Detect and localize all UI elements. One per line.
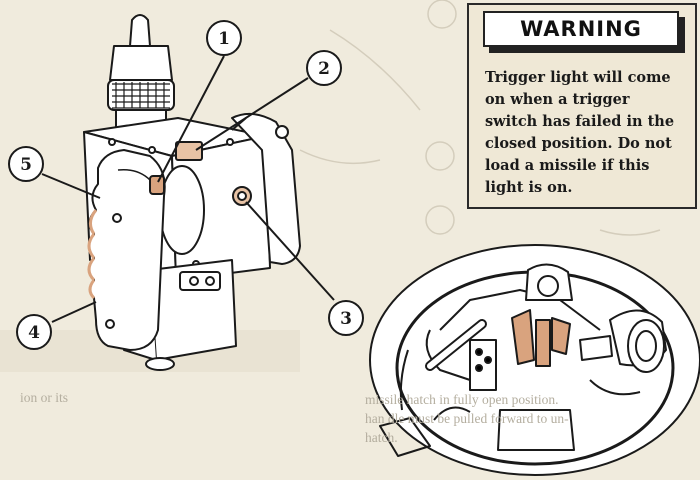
warning-text: Trigger light will come on when a trigge… [485, 69, 675, 196]
callout-3: 3 [328, 300, 364, 336]
background-text-left: ion or its [20, 390, 68, 405]
callout-1: 1 [206, 20, 242, 56]
warning-title: WARNING [483, 11, 679, 47]
trigger-assembly-illustration [83, 14, 301, 371]
callout-5-label: 5 [20, 155, 32, 175]
warning-box: WARNING Trigger light will come on when … [467, 3, 697, 209]
right-grip [231, 112, 301, 265]
top-collar [109, 45, 173, 81]
background-text-right: missile hatch in fully open position. ha… [365, 392, 569, 445]
cable-bundle [379, 349, 431, 457]
callout-2: 2 [306, 50, 342, 86]
callout-1-label: 1 [218, 29, 230, 49]
callout-3-label: 3 [340, 309, 352, 329]
turret-interior-illustration [369, 244, 700, 476]
lamp-housing [175, 141, 203, 161]
gunner-control-handles [511, 309, 535, 365]
callout-2-label: 2 [318, 59, 330, 79]
callout-5: 5 [8, 146, 44, 182]
top-stud [129, 14, 151, 47]
callout-4: 4 [16, 314, 52, 350]
front-plate [159, 165, 205, 255]
callout-4-label: 4 [28, 323, 40, 343]
callouts [41, 55, 335, 323]
trigger-light [149, 175, 165, 195]
